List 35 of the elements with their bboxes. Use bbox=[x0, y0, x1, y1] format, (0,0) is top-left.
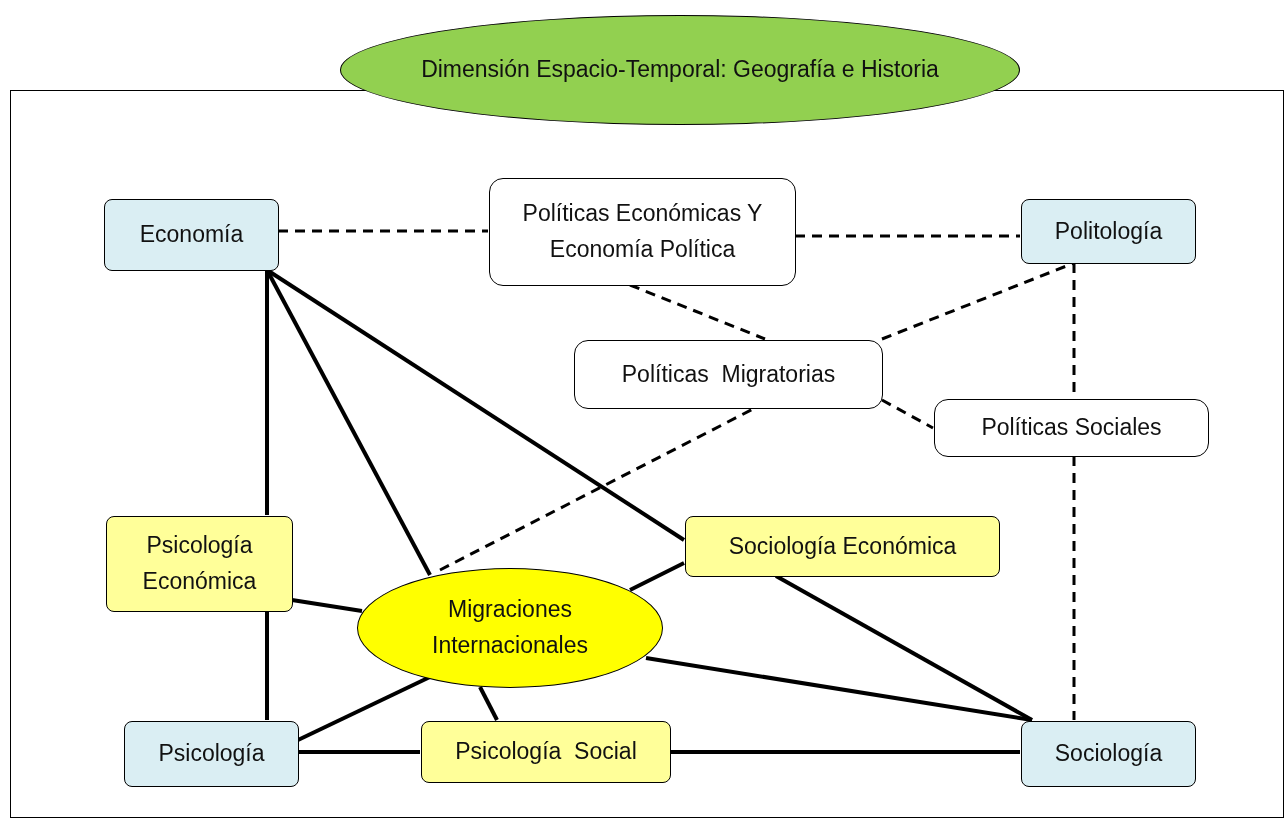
connector-line bbox=[291, 598, 363, 613]
connector-line bbox=[265, 270, 269, 515]
node-label: Sociología Económica bbox=[728, 531, 957, 561]
node-label: Economía bbox=[139, 220, 244, 250]
subdiscipline-box bbox=[106, 516, 293, 612]
node-label: Psicología Social bbox=[455, 737, 637, 767]
connector-line bbox=[265, 611, 269, 720]
discipline-box bbox=[124, 721, 299, 787]
frame-box bbox=[10, 90, 1284, 818]
node-label: Migraciones Internacionales bbox=[431, 595, 589, 660]
policy-box bbox=[934, 399, 1209, 457]
policy-box bbox=[489, 178, 796, 286]
connector-line bbox=[670, 750, 1020, 754]
policy-box bbox=[574, 340, 883, 409]
subdiscipline-box bbox=[685, 516, 1000, 577]
dashed-connector bbox=[1072, 456, 1076, 720]
discipline-box bbox=[104, 199, 279, 271]
node-label: Políticas Migratorias bbox=[621, 359, 836, 389]
discipline-box bbox=[1021, 199, 1196, 264]
node-label: Dimensión Espacio-Temporal: Geografía e Historia bbox=[421, 55, 939, 85]
node-label: Políticas Económicas Y Economía Política bbox=[521, 199, 764, 264]
node-label: Psicología Económica bbox=[141, 531, 258, 596]
node-label: Políticas Sociales bbox=[981, 413, 1162, 443]
node-label: Sociología bbox=[1054, 739, 1163, 769]
connector-line bbox=[645, 656, 1033, 722]
connector-line bbox=[629, 561, 685, 592]
node-label: Politología bbox=[1054, 216, 1163, 246]
dashed-connector bbox=[881, 398, 934, 430]
dashed-connector bbox=[795, 234, 1020, 238]
connector-line bbox=[298, 750, 420, 754]
node-label: Psicología bbox=[158, 739, 265, 769]
connector-line bbox=[478, 686, 499, 721]
dashed-connector bbox=[278, 229, 488, 233]
subdiscipline-box bbox=[421, 721, 671, 783]
discipline-box bbox=[1021, 721, 1196, 787]
